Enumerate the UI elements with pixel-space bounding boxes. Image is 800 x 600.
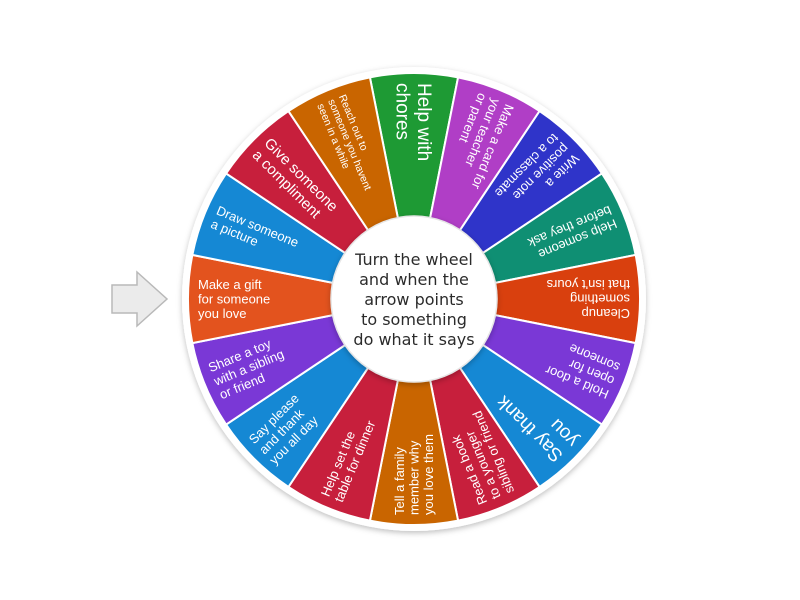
segment-label-line: member why xyxy=(407,440,422,515)
wheel-instructions-line: Turn the wheel xyxy=(354,250,473,269)
wheel-hub[interactable] xyxy=(330,215,498,383)
wheel-instructions-line: and when the xyxy=(359,270,469,289)
segment-label-line: Cleanup xyxy=(582,306,630,321)
segment-label-line: something xyxy=(570,291,630,306)
segment-label-line: for someone xyxy=(198,292,270,307)
segment-label-line: you love them xyxy=(421,434,436,515)
segment-label-line: Help with xyxy=(413,83,434,161)
segment-label-line: Tell a family xyxy=(392,447,407,515)
segment-label: Make a card foryour teacheror parent xyxy=(441,91,517,192)
wheel-instructions-line: to something xyxy=(361,310,467,329)
wheel-instructions-line: arrow points xyxy=(364,290,463,309)
segment-label: Help withchores xyxy=(392,83,434,161)
wheel-instructions-line: do what it says xyxy=(353,330,474,349)
segment-label-line: chores xyxy=(392,83,413,140)
arrow-right-icon xyxy=(111,270,169,328)
segment-label: Tell a familymember whyyou love them xyxy=(392,434,436,515)
segment-label-line: Make a gift xyxy=(198,277,262,292)
segment-label: Cleanupsomethingthat isn't yours xyxy=(546,277,630,321)
segment-label-line: you love xyxy=(198,306,246,321)
segment-label-line: that isn't yours xyxy=(546,277,630,292)
pointer-arrow xyxy=(111,270,169,328)
